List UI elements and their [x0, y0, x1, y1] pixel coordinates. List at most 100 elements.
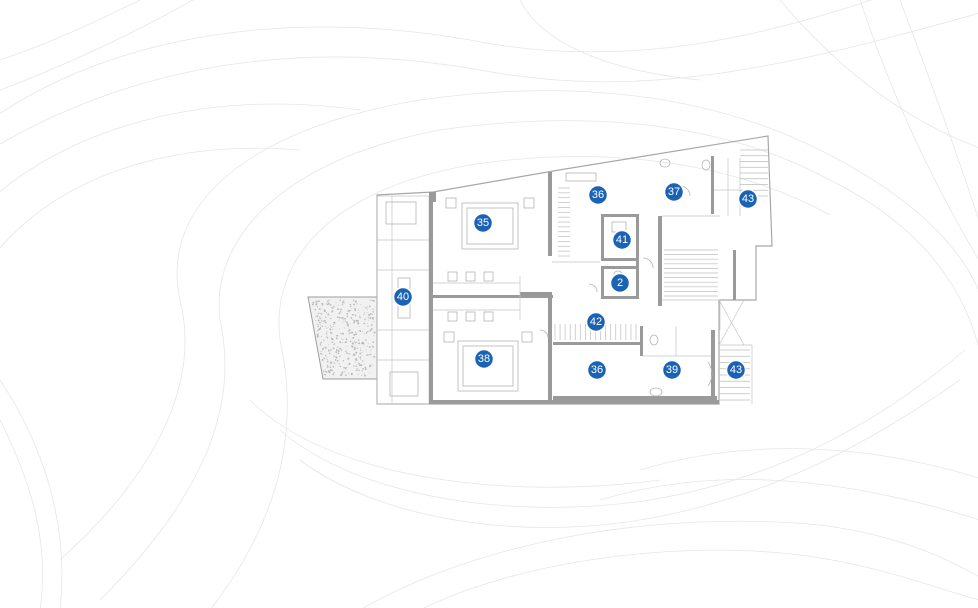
gravel-dot: [353, 303, 356, 306]
gravel-dot: [332, 366, 335, 368]
gravel-dot: [354, 301, 357, 303]
gravel-dot: [369, 349, 371, 351]
gravel-dot: [326, 365, 329, 367]
gravel-dot: [354, 347, 356, 349]
gravel-dot: [359, 315, 361, 317]
gravel-dot: [329, 331, 332, 334]
gravel-dot: [328, 352, 331, 355]
gravel-dot: [320, 312, 322, 315]
gravel-dot: [327, 349, 330, 352]
room-marker-43-bottom: 43: [725, 359, 747, 381]
gravel-dot: [358, 309, 360, 311]
room-marker-37: 37: [663, 181, 685, 203]
gravel-dot: [353, 333, 356, 336]
gravel-dot: [363, 312, 365, 314]
room-markers: 35 36 37 43 41 2 40 42 38 36 39: [392, 181, 759, 381]
gravel-dot: [362, 350, 364, 352]
gravel-dot: [339, 328, 341, 330]
room-marker-2: 2: [609, 272, 631, 294]
gravel-dot: [332, 373, 335, 376]
gravel-dot: [332, 328, 334, 331]
gravel-dot: [372, 346, 374, 348]
gravel-dot: [333, 372, 335, 374]
gravel-dot: [347, 310, 349, 312]
gravel-dot: [337, 352, 340, 355]
gravel-dot: [330, 349, 332, 351]
gravel-dot: [331, 369, 333, 372]
gravel-dot: [319, 317, 321, 320]
gravel-dot: [339, 355, 341, 357]
gravel-dot: [354, 307, 357, 310]
gravel-dot: [362, 368, 364, 370]
gravel-dot: [339, 341, 342, 344]
room-marker-43-bottom-label: 43: [730, 364, 742, 376]
gravel-dot: [349, 309, 351, 312]
gravel-dot: [320, 336, 322, 338]
gravel-dot: [353, 340, 355, 342]
gravel-dot: [357, 373, 359, 375]
gravel-dot: [352, 313, 354, 316]
gravel-dot: [360, 374, 362, 376]
gravel-dot: [351, 342, 354, 345]
gravel-dot: [333, 321, 334, 323]
gravel-dot: [332, 310, 334, 312]
gravel-dot: [316, 334, 319, 337]
gravel-dot: [350, 305, 352, 308]
gravel-dot: [343, 302, 345, 304]
gravel-dot: [321, 320, 323, 322]
gravel-dot: [326, 327, 328, 329]
stair-terrace-top: [740, 149, 768, 197]
gravel-dot: [339, 347, 342, 350]
gravel-dot: [316, 335, 319, 338]
gravel-dot: [327, 372, 329, 374]
gravel-dot: [361, 355, 363, 357]
gravel-dot: [340, 332, 342, 335]
gravel-dot: [372, 299, 374, 302]
gravel-dot: [354, 314, 357, 317]
gravel-dot: [319, 312, 321, 313]
gravel-dot: [338, 319, 340, 321]
gravel-dot: [326, 312, 327, 314]
gravel-dot: [321, 304, 323, 306]
gravel-dot: [372, 311, 374, 313]
gravel-dot: [323, 346, 325, 348]
gravel-dot: [346, 323, 349, 326]
gravel-dot: [359, 352, 361, 355]
gravel-dot: [335, 301, 337, 303]
gravel-dot: [344, 350, 346, 352]
gravel-dot: [318, 324, 320, 326]
gravel-dot: [349, 340, 352, 343]
gravel-dot: [356, 359, 358, 361]
gravel-dot: [355, 351, 358, 354]
gravel-dot: [325, 333, 328, 335]
gravel-dot: [325, 355, 327, 357]
gravel-dot: [318, 300, 320, 303]
gravel-dot: [318, 308, 321, 311]
gravel-dot: [364, 320, 366, 322]
gravel-dot: [360, 349, 362, 351]
gravel-dot: [372, 308, 374, 310]
gravel-dot: [314, 308, 317, 311]
gravel-dot: [322, 320, 324, 322]
room-marker-35: 35: [472, 212, 494, 234]
gravel-dot: [326, 366, 329, 368]
gravel-dot: [332, 347, 335, 350]
room-marker-43-top-label: 43: [742, 193, 754, 205]
gravel-dot: [341, 342, 343, 344]
gravel-dot: [362, 360, 364, 362]
gravel-dot: [340, 349, 343, 351]
gravel-dot: [327, 370, 330, 373]
gravel-dot: [366, 309, 368, 311]
gravel-dot: [341, 304, 343, 306]
gravel-dot: [322, 303, 324, 305]
gravel-dot: [326, 336, 329, 339]
gravel-dot: [331, 341, 334, 344]
gravel-dot: [328, 302, 330, 305]
gravel-dot: [345, 374, 347, 376]
gravel-dot: [324, 368, 326, 370]
gravel-dot: [359, 316, 361, 319]
gravel-dot: [335, 356, 337, 358]
gravel-dot: [333, 362, 336, 364]
gravel-dot: [324, 321, 327, 324]
gravel-dot: [332, 339, 334, 341]
